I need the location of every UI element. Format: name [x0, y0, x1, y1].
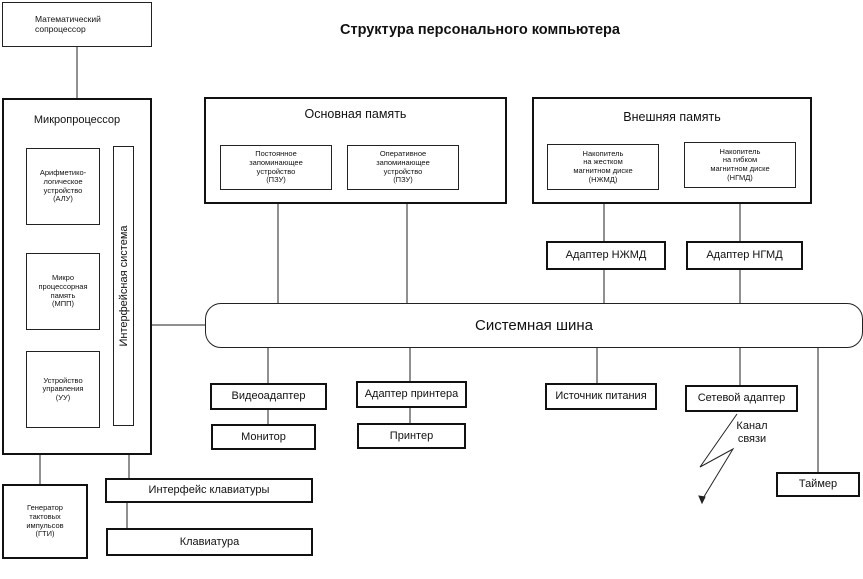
- main-memory-label: Основная память: [304, 107, 407, 121]
- video-adapter-block: Видеоадаптер: [210, 383, 327, 410]
- hdd-block: Накопитель на жестком магнитном диске (Н…: [547, 144, 659, 190]
- alu-block: Арифметико- логическое устройство (АЛУ): [26, 148, 100, 225]
- keyboard-block: Клавиатура: [106, 528, 313, 556]
- comm-channel-label: Канал связи: [736, 420, 768, 445]
- fdd-block: Накопитель на гибком магнитном диске (НГ…: [684, 142, 796, 188]
- monitor-block: Монитор: [211, 424, 316, 450]
- rom-block: Постоянное запоминающее устройство (ПЗУ): [220, 145, 332, 190]
- printer-adapter-block: Адаптер принтера: [356, 381, 467, 408]
- printer-block: Принтер: [357, 423, 466, 449]
- external-memory-label: Внешняя память: [623, 110, 721, 124]
- hdd-adapter-block: Адаптер НЖМД: [546, 241, 666, 270]
- uu-block: Устройство управления (УУ): [26, 351, 100, 428]
- clock-generator-block: Генератор тактовых импульсов (ГТИ): [2, 484, 88, 559]
- ram-block: Оперативное запоминающее устройство (ПЗУ…: [347, 145, 459, 190]
- fdd-adapter-block: Адаптер НГМД: [686, 241, 803, 270]
- mpp-block: Микро процессорная память (МПП): [26, 253, 100, 330]
- microprocessor-label: Микропроцессор: [33, 114, 121, 126]
- keyboard-interface-block: Интерфейс клавиатуры: [105, 478, 313, 503]
- math-coprocessor-block: Математический сопроцессор: [2, 2, 152, 47]
- interface-system-label: Интерфейсная система: [117, 225, 130, 347]
- comm-channel-arrow: [698, 495, 706, 505]
- timer-block: Таймер: [776, 472, 860, 497]
- network-adapter-block: Сетевой адаптер: [685, 385, 798, 412]
- page-title: Структура персонального компьютера: [340, 22, 620, 38]
- comm-channel-zigzag: [699, 413, 738, 501]
- interface-system-block: Интерфейсная система: [113, 146, 134, 426]
- system-bus: Системная шина: [205, 303, 863, 348]
- power-supply-block: Источник питания: [545, 383, 657, 410]
